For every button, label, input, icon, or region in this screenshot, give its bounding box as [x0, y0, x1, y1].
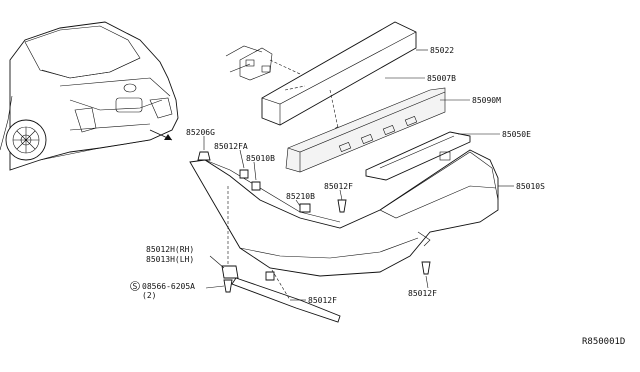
part-85012H-85013H-side-bracket	[209, 186, 341, 323]
label-85210B: 85210B	[286, 192, 315, 201]
screw-symbol: S	[133, 282, 138, 291]
part-85022-reinforcement	[225, 21, 417, 126]
label-85012H-RH: 85012H(RH)	[146, 245, 194, 254]
clip-85012F-upper	[337, 189, 347, 213]
label-85022: 85022	[430, 46, 454, 55]
part-85090M-absorber	[285, 87, 446, 173]
screw-08566-6205A	[205, 279, 233, 293]
label-08566-6205A: 08566-6205A	[142, 282, 195, 291]
label-85010S: 85010S	[516, 182, 545, 191]
label-85050E: 85050E	[502, 130, 531, 139]
clip-85206G	[197, 136, 211, 161]
part-85010S-bumper-fascia	[189, 149, 499, 277]
label-85012F-lower-right: 85012F	[408, 289, 437, 298]
label-85090M: 85090M	[472, 96, 501, 105]
label-85206G: 85206G	[186, 128, 215, 137]
label-screw-qty: (2)	[142, 291, 156, 300]
clip-85210B	[295, 199, 311, 213]
label-85012FA: 85012FA	[214, 142, 248, 151]
label-85012F-upper: 85012F	[324, 182, 353, 191]
screw-callout: S 08566-6205A (2)	[130, 281, 195, 300]
label-85010B: 85010B	[246, 154, 275, 163]
label-85013H-LH: 85013H(LH)	[146, 255, 194, 264]
clip-85010B	[251, 161, 261, 191]
clip-85012FA	[239, 149, 249, 179]
part-85050E-bracket	[365, 131, 471, 181]
label-85007B: 85007B	[427, 74, 456, 83]
clip-85012F-lower-right	[421, 261, 431, 289]
part-85007B-bracket	[329, 89, 342, 134]
label-85012F-lower-left: 85012F	[308, 296, 337, 305]
reference-code: R850001D	[582, 337, 625, 347]
vehicle-illustration	[0, 21, 179, 171]
direction-arrow	[149, 129, 173, 141]
